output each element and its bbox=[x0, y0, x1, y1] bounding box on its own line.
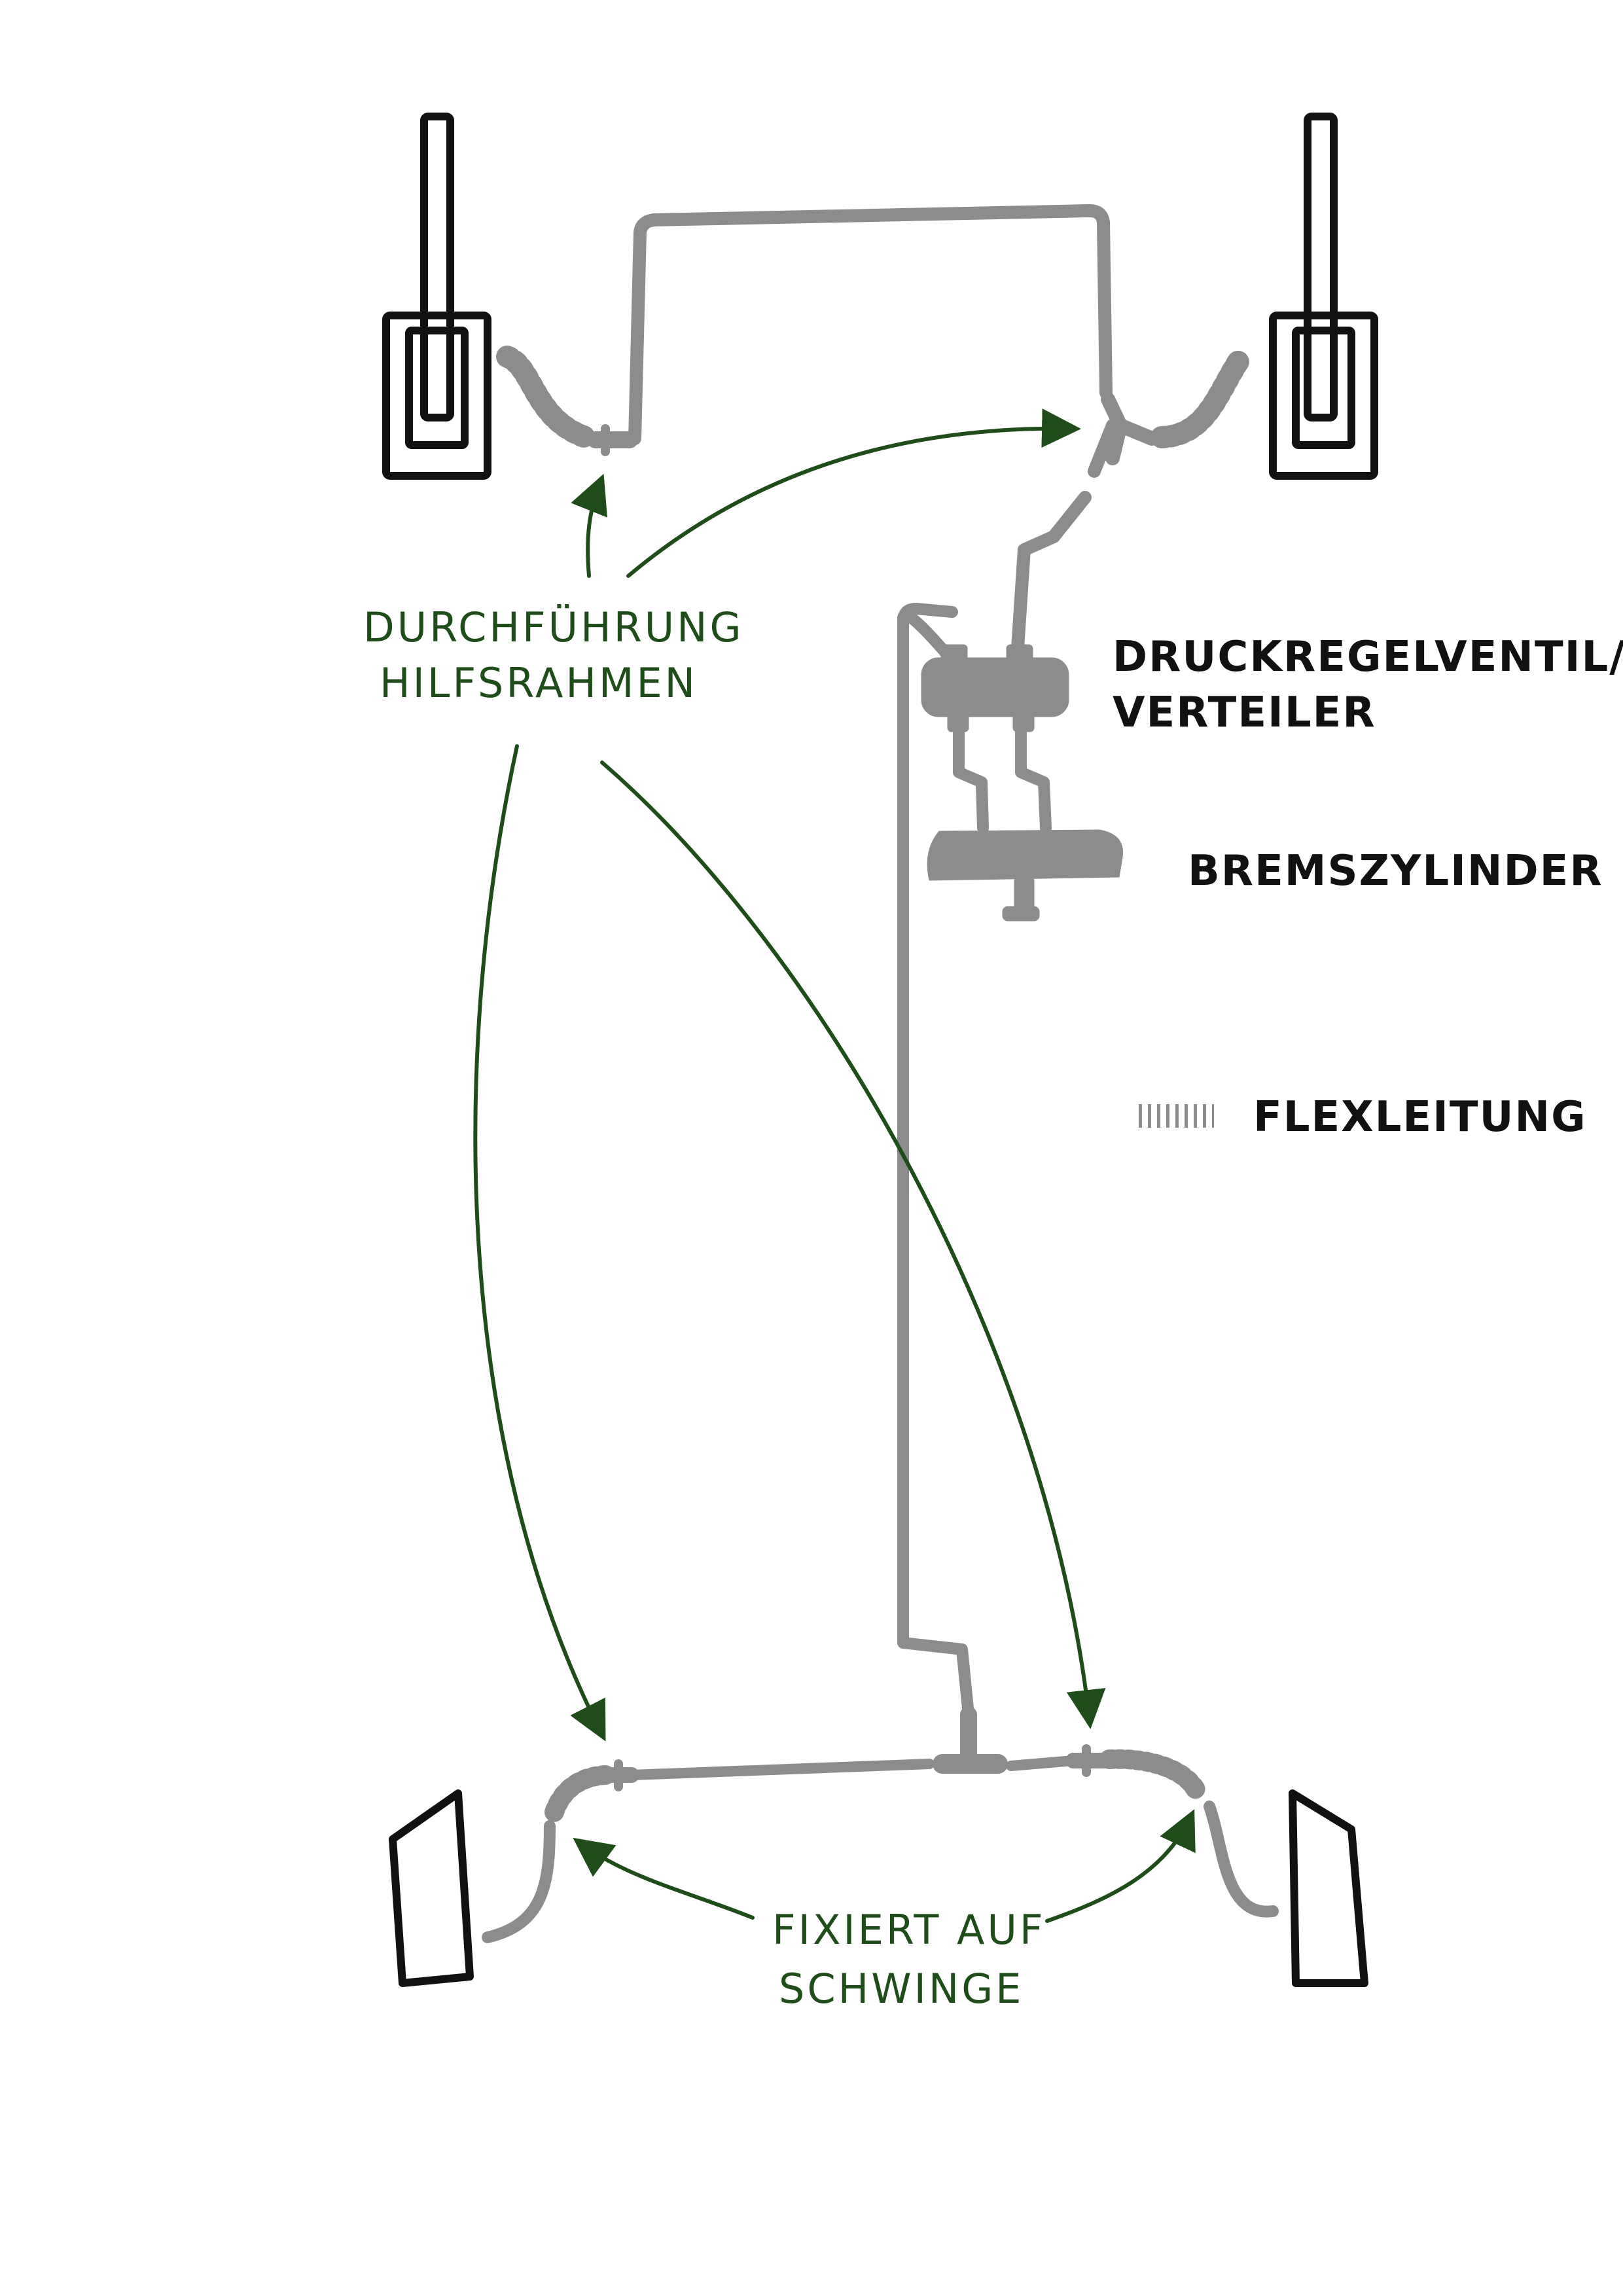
rear-left-flex-hose bbox=[543, 1765, 615, 1826]
annotation-arrows bbox=[473, 408, 1196, 1923]
arrow-to-front-right-junction bbox=[626, 408, 1081, 578]
brake-cylinder bbox=[927, 829, 1124, 922]
front-right-wheel bbox=[1269, 113, 1378, 480]
rear-right-swingarm-pipe bbox=[1204, 1801, 1279, 1918]
arrow-to-rear-right-flex bbox=[1045, 1809, 1196, 1923]
flex-line-label: FLEXLEITUNG bbox=[1253, 1093, 1587, 1141]
swingarm-label-line2: SCHWINGE bbox=[779, 1965, 1024, 2013]
valve-to-cylinder-pipe-right bbox=[1015, 726, 1052, 834]
arrow-to-rear-right-connector bbox=[600, 761, 1106, 1729]
arrow-to-rear-left-flex bbox=[573, 1837, 755, 1920]
rear-left-swingarm-pipe bbox=[482, 1820, 556, 1943]
subframe-label-line2: HILFSRAHMEN bbox=[380, 659, 698, 707]
brake-cylinder-label: BREMSZYLINDER bbox=[1188, 847, 1603, 895]
rear-supply-pipe-top bbox=[897, 603, 958, 624]
rear-right-wheel bbox=[1289, 1789, 1368, 1987]
front-right-branch-pipe bbox=[1088, 419, 1119, 478]
swingarm-label-line1: FIXIERT AUF bbox=[772, 1906, 1045, 1954]
rear-axle-pipe-left bbox=[626, 1759, 935, 1780]
front-right-flex-hose bbox=[1150, 348, 1251, 448]
valve-feed-pipe bbox=[1011, 491, 1092, 655]
rear-tee-junction bbox=[933, 1706, 1008, 1774]
front-right-y-junction bbox=[1101, 392, 1159, 465]
arrow-to-front-left-connector bbox=[571, 473, 608, 578]
subframe-label-line1: DURCHFÜHRUNG bbox=[363, 603, 744, 651]
rear-supply-pipe bbox=[897, 609, 974, 1721]
rear-right-flex-hose bbox=[1099, 1749, 1207, 1803]
valve-to-cylinder-pipe-left bbox=[953, 726, 989, 834]
pressure-valve bbox=[921, 644, 1069, 732]
valve-label-line2: VERTEILER bbox=[1113, 689, 1376, 737]
front-left-flex-hose bbox=[496, 346, 597, 448]
front-crossover-pipe bbox=[628, 204, 1113, 445]
valve-label-line1: DRUCKREGELVENTIL/ bbox=[1113, 633, 1623, 681]
rear-left-wheel bbox=[389, 1789, 474, 1987]
arrow-to-rear-left-connector bbox=[473, 744, 606, 1742]
front-left-connector bbox=[587, 424, 638, 456]
front-left-wheel bbox=[382, 113, 491, 480]
rear-axle-pipe-right bbox=[1006, 1755, 1079, 1771]
